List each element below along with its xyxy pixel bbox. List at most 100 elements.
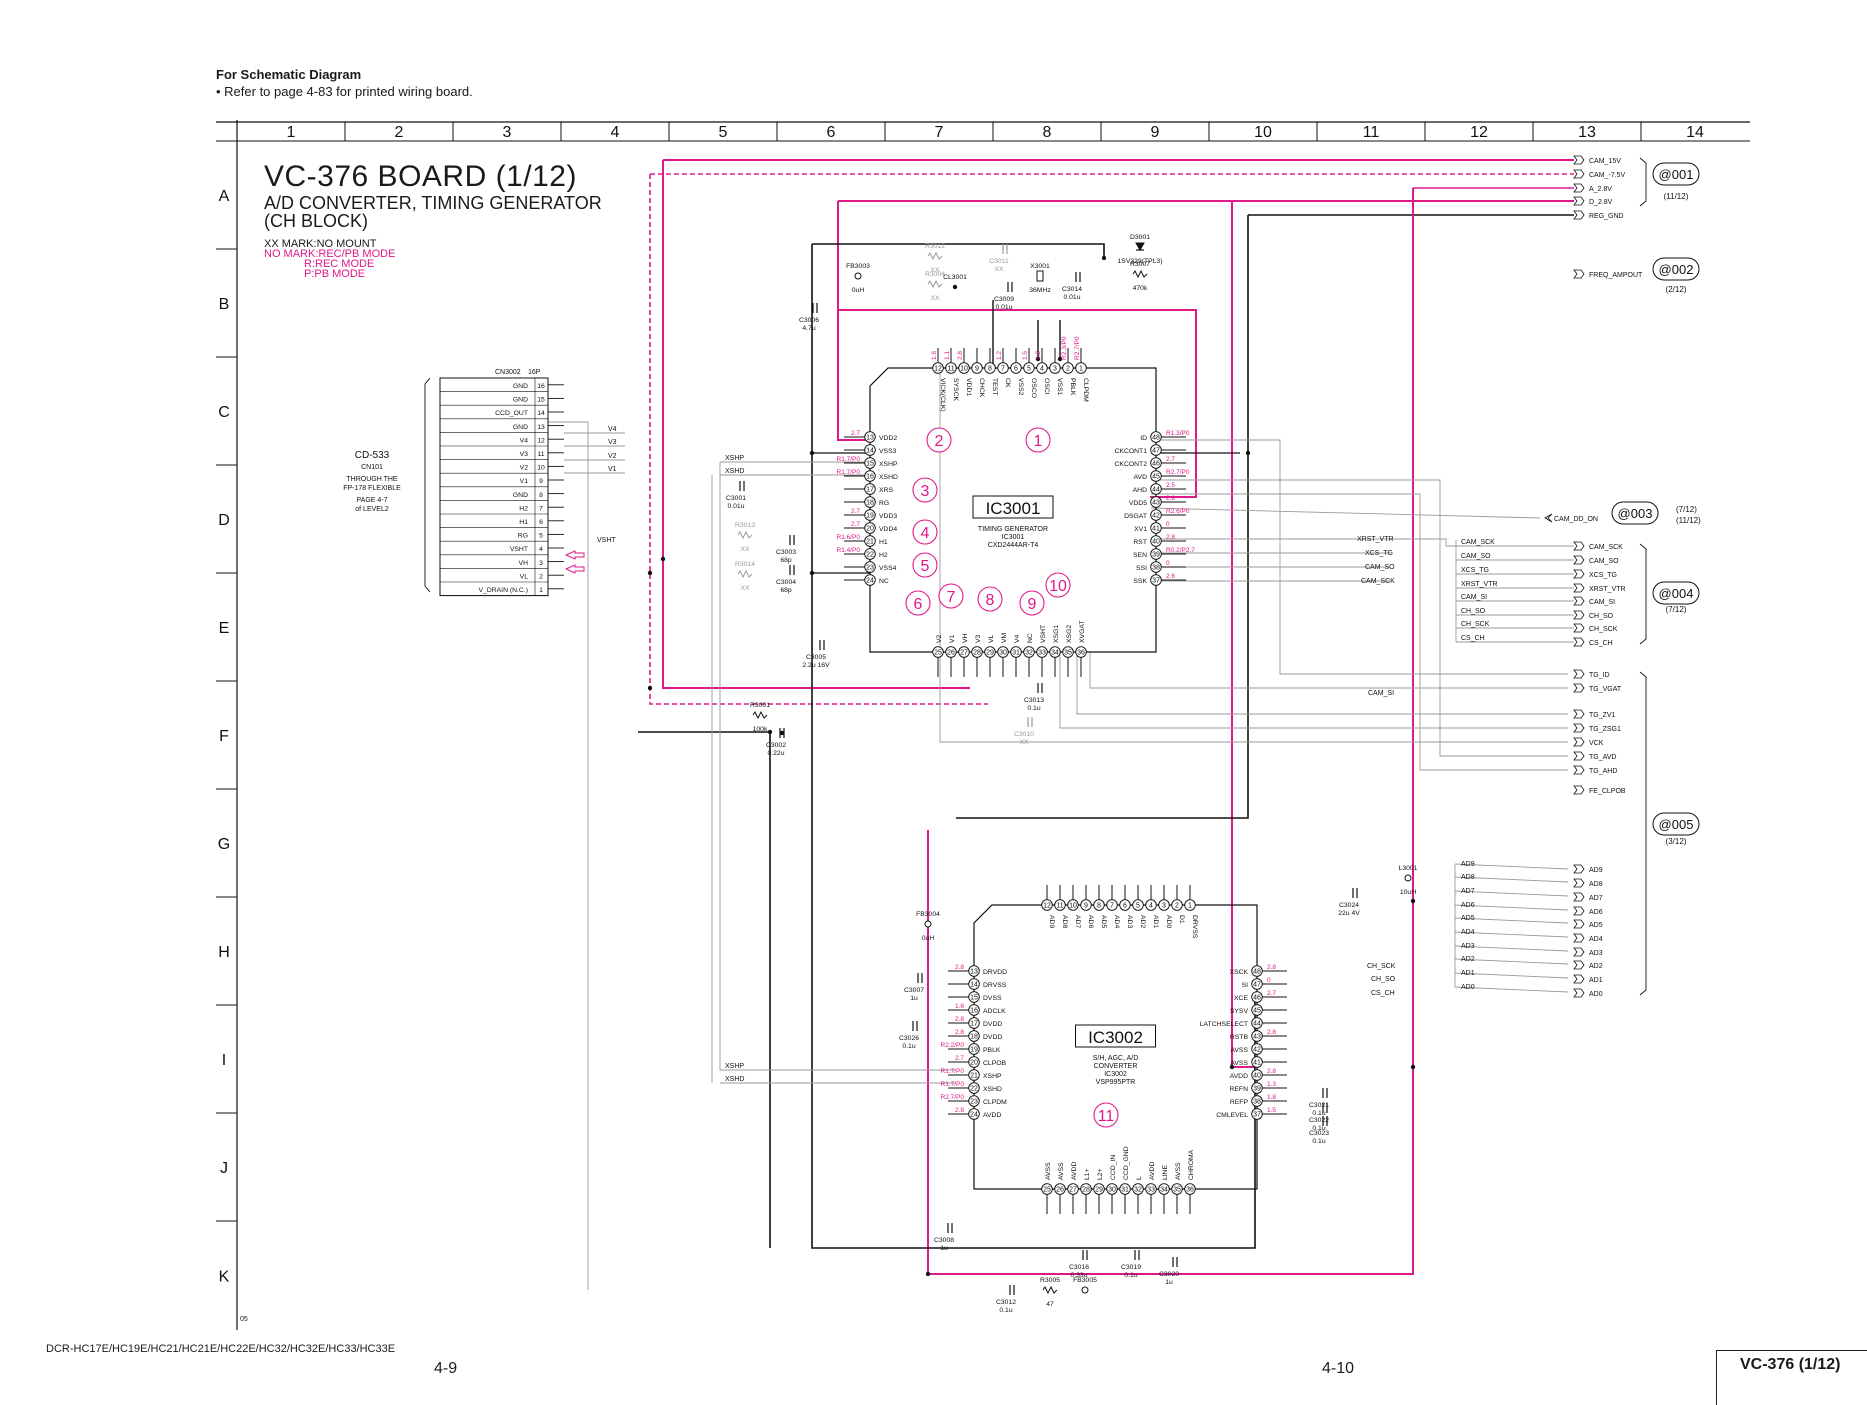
- ic3002-top-pin-circle: [1171, 899, 1183, 911]
- junction-dot: [767, 729, 773, 735]
- connector-pin-name: V1: [520, 478, 529, 485]
- vh-arrow: [564, 550, 585, 560]
- offpage-arrow: [1573, 269, 1585, 279]
- ic3001-left-pin-num: 15: [866, 461, 874, 468]
- component-value: 0.1u: [1312, 1138, 1325, 1145]
- wire-ad-bus: [1454, 876, 1569, 883]
- cd533-flex: FP-178 FLEXIBLE: [343, 485, 401, 492]
- ic3001-top-pin-num: 8: [988, 366, 992, 373]
- ic3001-left-pin-name: VDD3: [879, 513, 897, 520]
- component-value: 0.1u: [1312, 1110, 1325, 1117]
- offpage-arrow: [1573, 169, 1585, 179]
- wire-label: AD8: [1461, 874, 1475, 881]
- ic3002-top-pin-name: DRVSS: [1191, 915, 1198, 939]
- ic3001-right-pin-voltage: 2.6: [1166, 573, 1175, 580]
- ic3002-top-pin-circle: [1132, 899, 1144, 911]
- component-value: 36MHz: [1029, 287, 1051, 294]
- ic3002-ref: IC3002: [1088, 1028, 1143, 1047]
- ic3001-right-pin-num: 46: [1152, 461, 1160, 468]
- offpage-brace: [1639, 543, 1647, 645]
- offpage-badge-frame: [1652, 257, 1700, 281]
- offpage-arrow: [1573, 583, 1585, 593]
- ic3002-left-pin-circle: [968, 991, 980, 1003]
- ic3001-right-pin-voltage: R0.2/P2.7: [1166, 547, 1195, 554]
- ic3002-bottom-pin-num: 28: [1082, 1187, 1090, 1194]
- component-ref: X3001: [1030, 263, 1050, 270]
- offpage-arrow: [1573, 196, 1585, 206]
- ic3001-right-pin-voltage: R2.6/P0: [1166, 508, 1190, 515]
- ic3002-bottom-pin-circle: [1145, 1183, 1157, 1195]
- offpage-brace: [1639, 671, 1647, 996]
- grid-column-label: 13: [1578, 124, 1596, 141]
- offpage-arrow: [1573, 737, 1585, 747]
- junction-dot: [1410, 898, 1416, 904]
- component-ref: C3020: [1159, 1271, 1179, 1278]
- ic3001-right-pin-name: DSGAT: [1124, 513, 1147, 520]
- ic3001-left-pin-name: XRS: [879, 487, 893, 494]
- offpage-arrow: [1573, 919, 1585, 929]
- resistor-symbol: [927, 279, 943, 289]
- grid-column-label: 14: [1686, 124, 1704, 141]
- ic3002-left-pin-circle: [968, 1004, 980, 1016]
- wire-ad-bus: [1454, 931, 1569, 938]
- ic3001-bottom-pin-circle: [1049, 646, 1061, 658]
- component-value: 0uH: [852, 287, 865, 294]
- ic3001-right-pin-num: 38: [1152, 565, 1160, 572]
- ic3002-left-pin-name: DRVDD: [983, 969, 1007, 976]
- cd533-name: CD-533: [355, 450, 390, 461]
- component-value: 1u: [910, 995, 918, 1002]
- cd533-through: THROUGH THE: [346, 476, 398, 483]
- ic3001-callout: 7: [947, 589, 956, 606]
- offpage-signal: CAM_SI: [1589, 599, 1615, 606]
- ic3001-right-pin-num: 43: [1152, 500, 1160, 507]
- offpage-signal: XCS_TG: [1589, 572, 1617, 579]
- ic3001-top-pin-circle: [997, 362, 1009, 374]
- offpage-signal: CH_SO: [1589, 613, 1614, 620]
- wire-ad-bus: [1454, 917, 1569, 924]
- ic3002-right-pin-name: AVSS: [1230, 1047, 1248, 1054]
- ic3002-top-pin-num: 2: [1175, 903, 1179, 910]
- offpage-arrow: [1573, 637, 1585, 647]
- ic3001-right-pin-name: SEN: [1133, 552, 1147, 559]
- ic3001-right-pin-name: RST: [1133, 539, 1147, 546]
- ic3002-left-pin-num: 16: [970, 1008, 978, 1015]
- ic3002-bottom-pin-circle: [1067, 1183, 1079, 1195]
- ic3001-right-pin-name: XV1: [1134, 526, 1147, 533]
- ic3002-left-pin-circle: [968, 1043, 980, 1055]
- offpage-arrow: [1573, 709, 1585, 719]
- offpage-signal: AD1: [1589, 977, 1603, 984]
- board-title: VC-376 BOARD (1/12): [264, 160, 577, 193]
- ic3002-top-pin-name: AD8: [1061, 915, 1068, 928]
- ic3002-top-pin-circle: [1093, 899, 1105, 911]
- ic3001-left-pin-circle: [864, 483, 876, 495]
- ic3002-bottom-pin-circle: [1132, 1183, 1144, 1195]
- ic3001-right-pin-num: 48: [1152, 435, 1160, 442]
- ic3002-top-pin-num: 8: [1097, 903, 1101, 910]
- ic3002-right-pin-name: XCE: [1234, 995, 1248, 1002]
- grid-column-label: 3: [503, 124, 512, 141]
- ic3002-bottom-pin-name: AVSS: [1045, 1162, 1052, 1180]
- ic3002-right-pin-name: LATCHSELECT: [1200, 1021, 1248, 1028]
- offpage-arrow: [1573, 555, 1585, 565]
- ic3002-bottom-pin-num: 29: [1095, 1187, 1103, 1194]
- ic3001-left-pin-num: 22: [866, 552, 874, 559]
- component-value: 0.1u: [999, 1307, 1012, 1314]
- offpage-signal: A_2.8V: [1589, 186, 1612, 193]
- ic3001-bottom-pin-circle: [1010, 646, 1022, 658]
- wire-layer: XSHPXSHDXSHPXSHDCAM_SIXRST_VTRXCS_TGCAM_…: [548, 159, 1574, 1290]
- ic3001-top-pin-circle: [1023, 362, 1035, 374]
- offpage-arrow: [1573, 683, 1585, 693]
- ic3002-left-pin-circle: [968, 1082, 980, 1094]
- ic3002-bottom-pin-name: LINE: [1162, 1164, 1169, 1180]
- ic3002-left-pin-voltage: 2.8: [955, 1107, 964, 1114]
- ic3001-left-pin-circle: [864, 509, 876, 521]
- ic3002-bottom-pin-circle: [1093, 1183, 1105, 1195]
- offpage-arrow: [1573, 541, 1585, 551]
- ic3002-bottom-pin-circle: [1184, 1183, 1196, 1195]
- wire-label: CAM_SO: [1365, 564, 1395, 571]
- ic3001-bottom-pin-num: 31: [1012, 650, 1020, 657]
- component-value: 0.01u: [1063, 294, 1080, 301]
- ic3001-left-pin-name: NC: [879, 578, 889, 585]
- ic3001-callout-circle: [926, 427, 952, 453]
- ic3001-bottom-pin-num: 33: [1038, 650, 1046, 657]
